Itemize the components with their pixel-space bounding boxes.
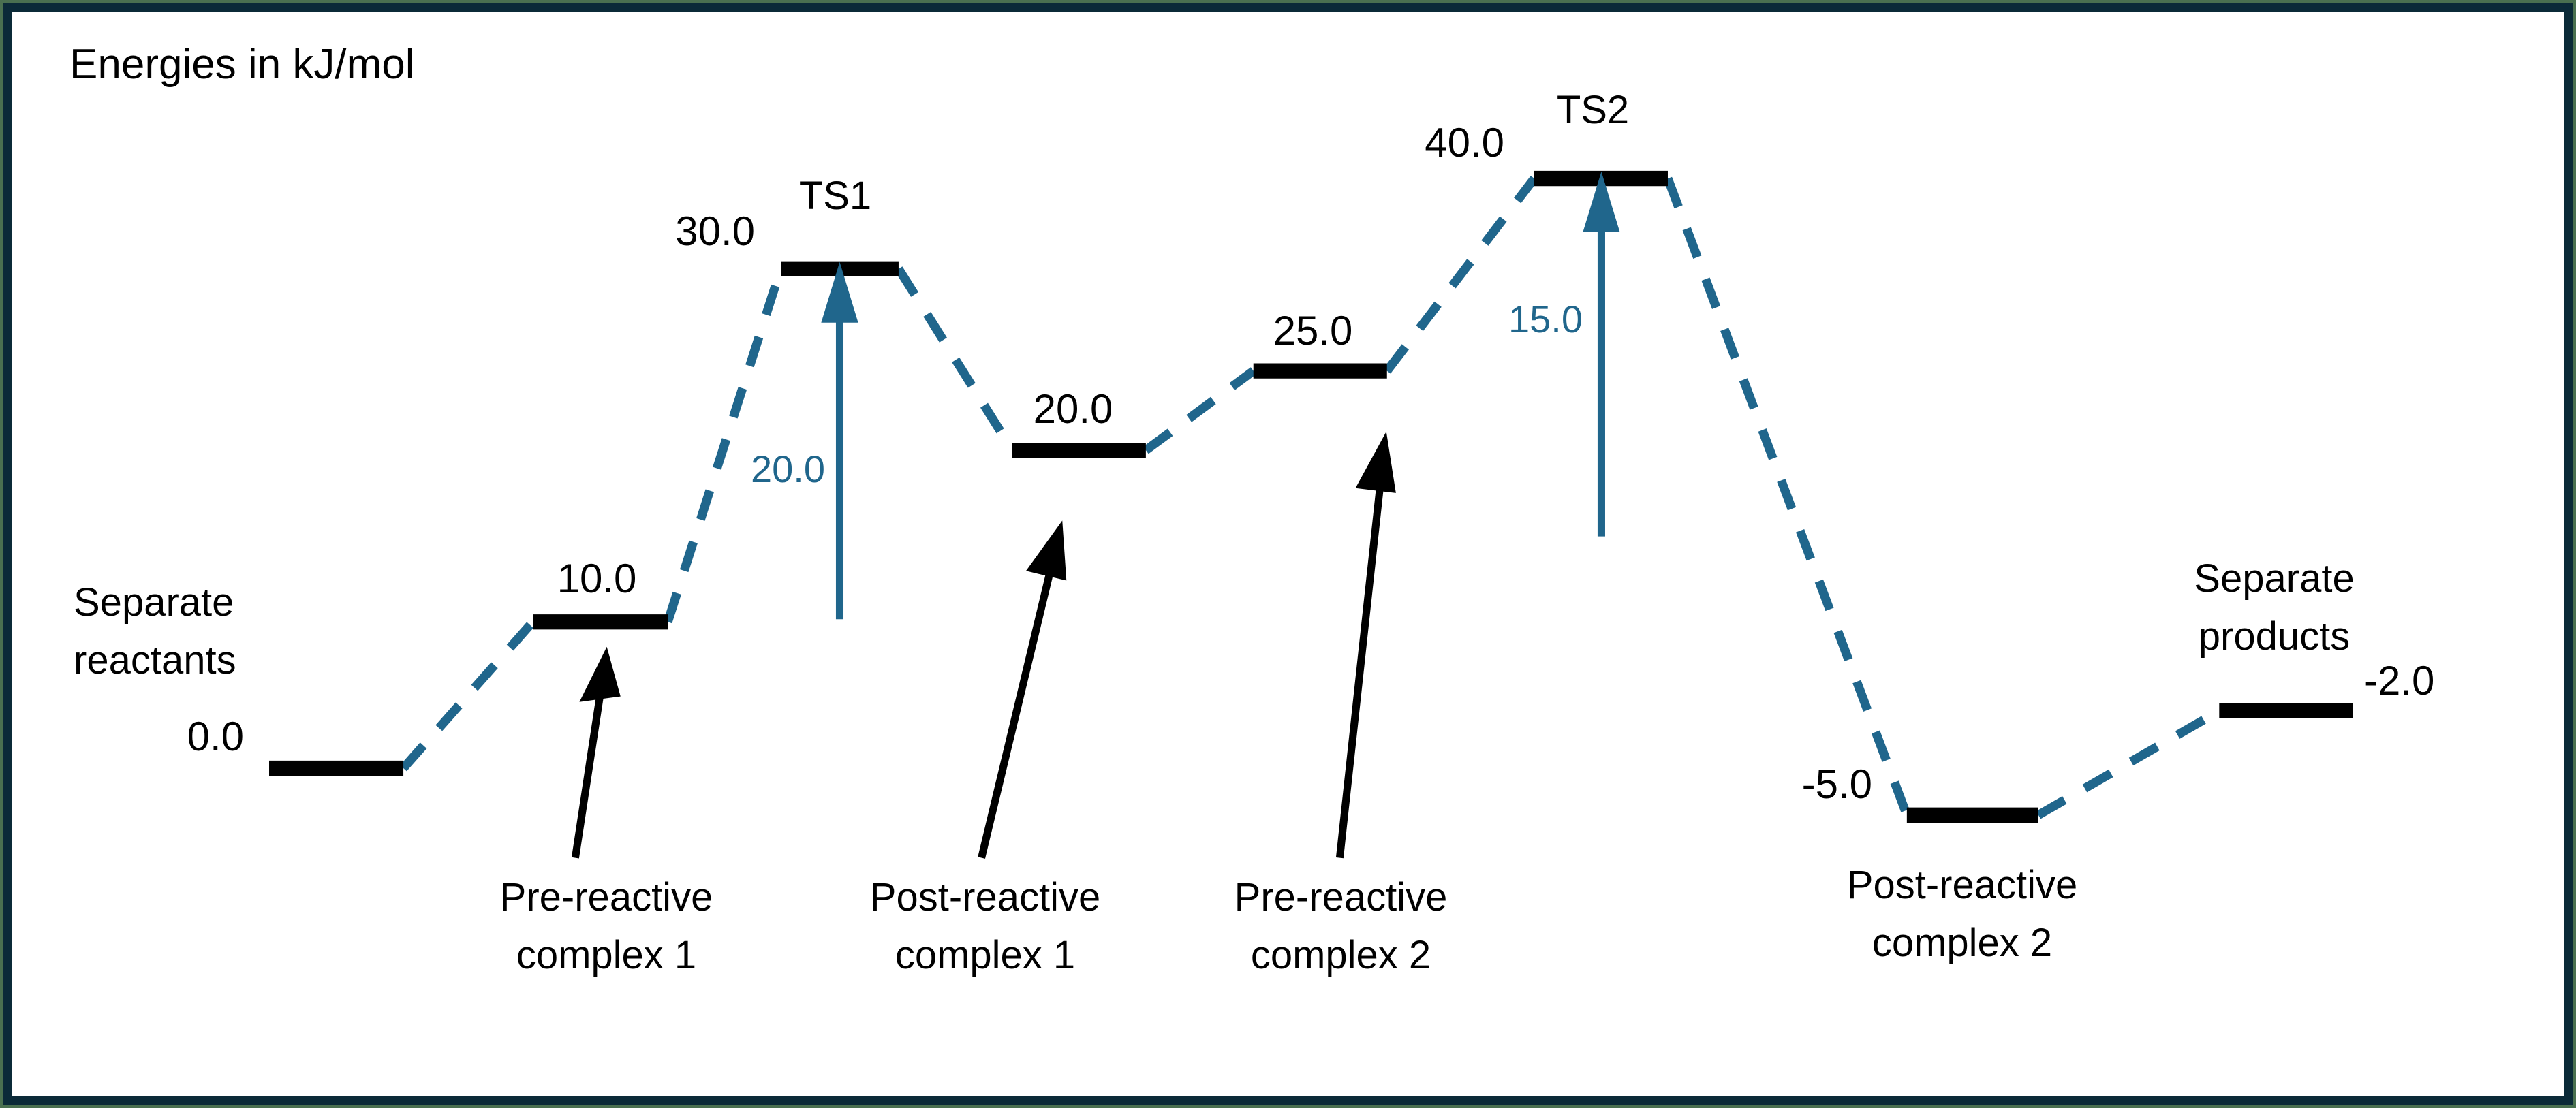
state-label-post-reactive-complex-1-line1: Post-reactive [869,875,1101,919]
energy-level-bars [269,170,2353,823]
state-label-pre-reactive-complex-1-line1: Pre-reactive [499,875,713,919]
value-label-separate-products: -2.0 [2364,658,2435,703]
connector-ts1-to-postrc1 [895,266,1017,453]
state-label-post-reactive-complex-2-line2: complex 2 [1872,921,2053,965]
connector-ts2-to-postrc2 [1663,176,1911,817]
value-label-pre-reactive-complex-1: 10.0 [557,556,637,601]
state-label-separate-products-line2: products [2198,614,2350,659]
state-label-pre-reactive-complex-2-line1: Pre-reactive [1234,875,1448,919]
energy-profile-svg [269,170,2353,859]
state-label-separate-products-line1: Separate [2194,556,2355,601]
state-label-pre-reactive-complex-2-line2: complex 2 [1250,933,1431,977]
connector-postrc2-to-products [2036,707,2222,819]
annotation-arrow-pre-reactive-complex-1 [571,646,621,859]
value-label-pre-reactive-complex-2: 25.0 [1273,308,1353,353]
annotation-arrow-pre-reactive-complex-2 [1335,431,1396,859]
value-label-separate-reactants: 0.0 [187,714,244,759]
barrier-label-ts2: 15.0 [1508,298,1583,341]
connector-prc2-to-ts2 [1383,176,1538,374]
annotation-arrows [571,431,1396,859]
barrier-arrows [821,171,1620,620]
annotation-arrow-post-reactive-complex-1 [978,520,1067,859]
state-label-separate-reactants-line1: Separate [74,580,234,624]
connector-reactants-to-prc1 [400,618,536,772]
figure-frame-inner: Energies in kJ/mol 0.0 10.0 30.0 20.0 25… [3,3,2573,1105]
state-label-pre-reactive-complex-1-line2: complex 1 [516,933,697,977]
state-label-post-reactive-complex-1-line2: complex 1 [895,933,1076,977]
barrier-arrow-ts2 [1583,171,1620,537]
barrier-label-ts1: 20.0 [751,447,825,490]
state-label-separate-reactants-line2: reactants [74,638,236,682]
state-label-ts1: TS1 [798,174,872,218]
energy-profile-chart: Energies in kJ/mol 0.0 10.0 30.0 20.0 25… [12,12,2564,1096]
connector-lines [400,176,2222,819]
connector-prc1-to-ts1 [663,267,786,624]
value-label-ts2: 40.0 [1425,120,1504,165]
barrier-arrow-ts1 [821,262,858,620]
value-label-ts1: 30.0 [675,208,755,254]
value-label-post-reactive-complex-2: -5.0 [1801,761,1872,807]
connector-postrc1-to-prc2 [1143,367,1256,454]
state-label-post-reactive-complex-2-line1: Post-reactive [1846,863,2078,907]
chart-title: Energies in kJ/mol [69,41,415,88]
value-label-post-reactive-complex-1: 20.0 [1033,386,1113,432]
state-label-ts2: TS2 [1556,88,1630,132]
